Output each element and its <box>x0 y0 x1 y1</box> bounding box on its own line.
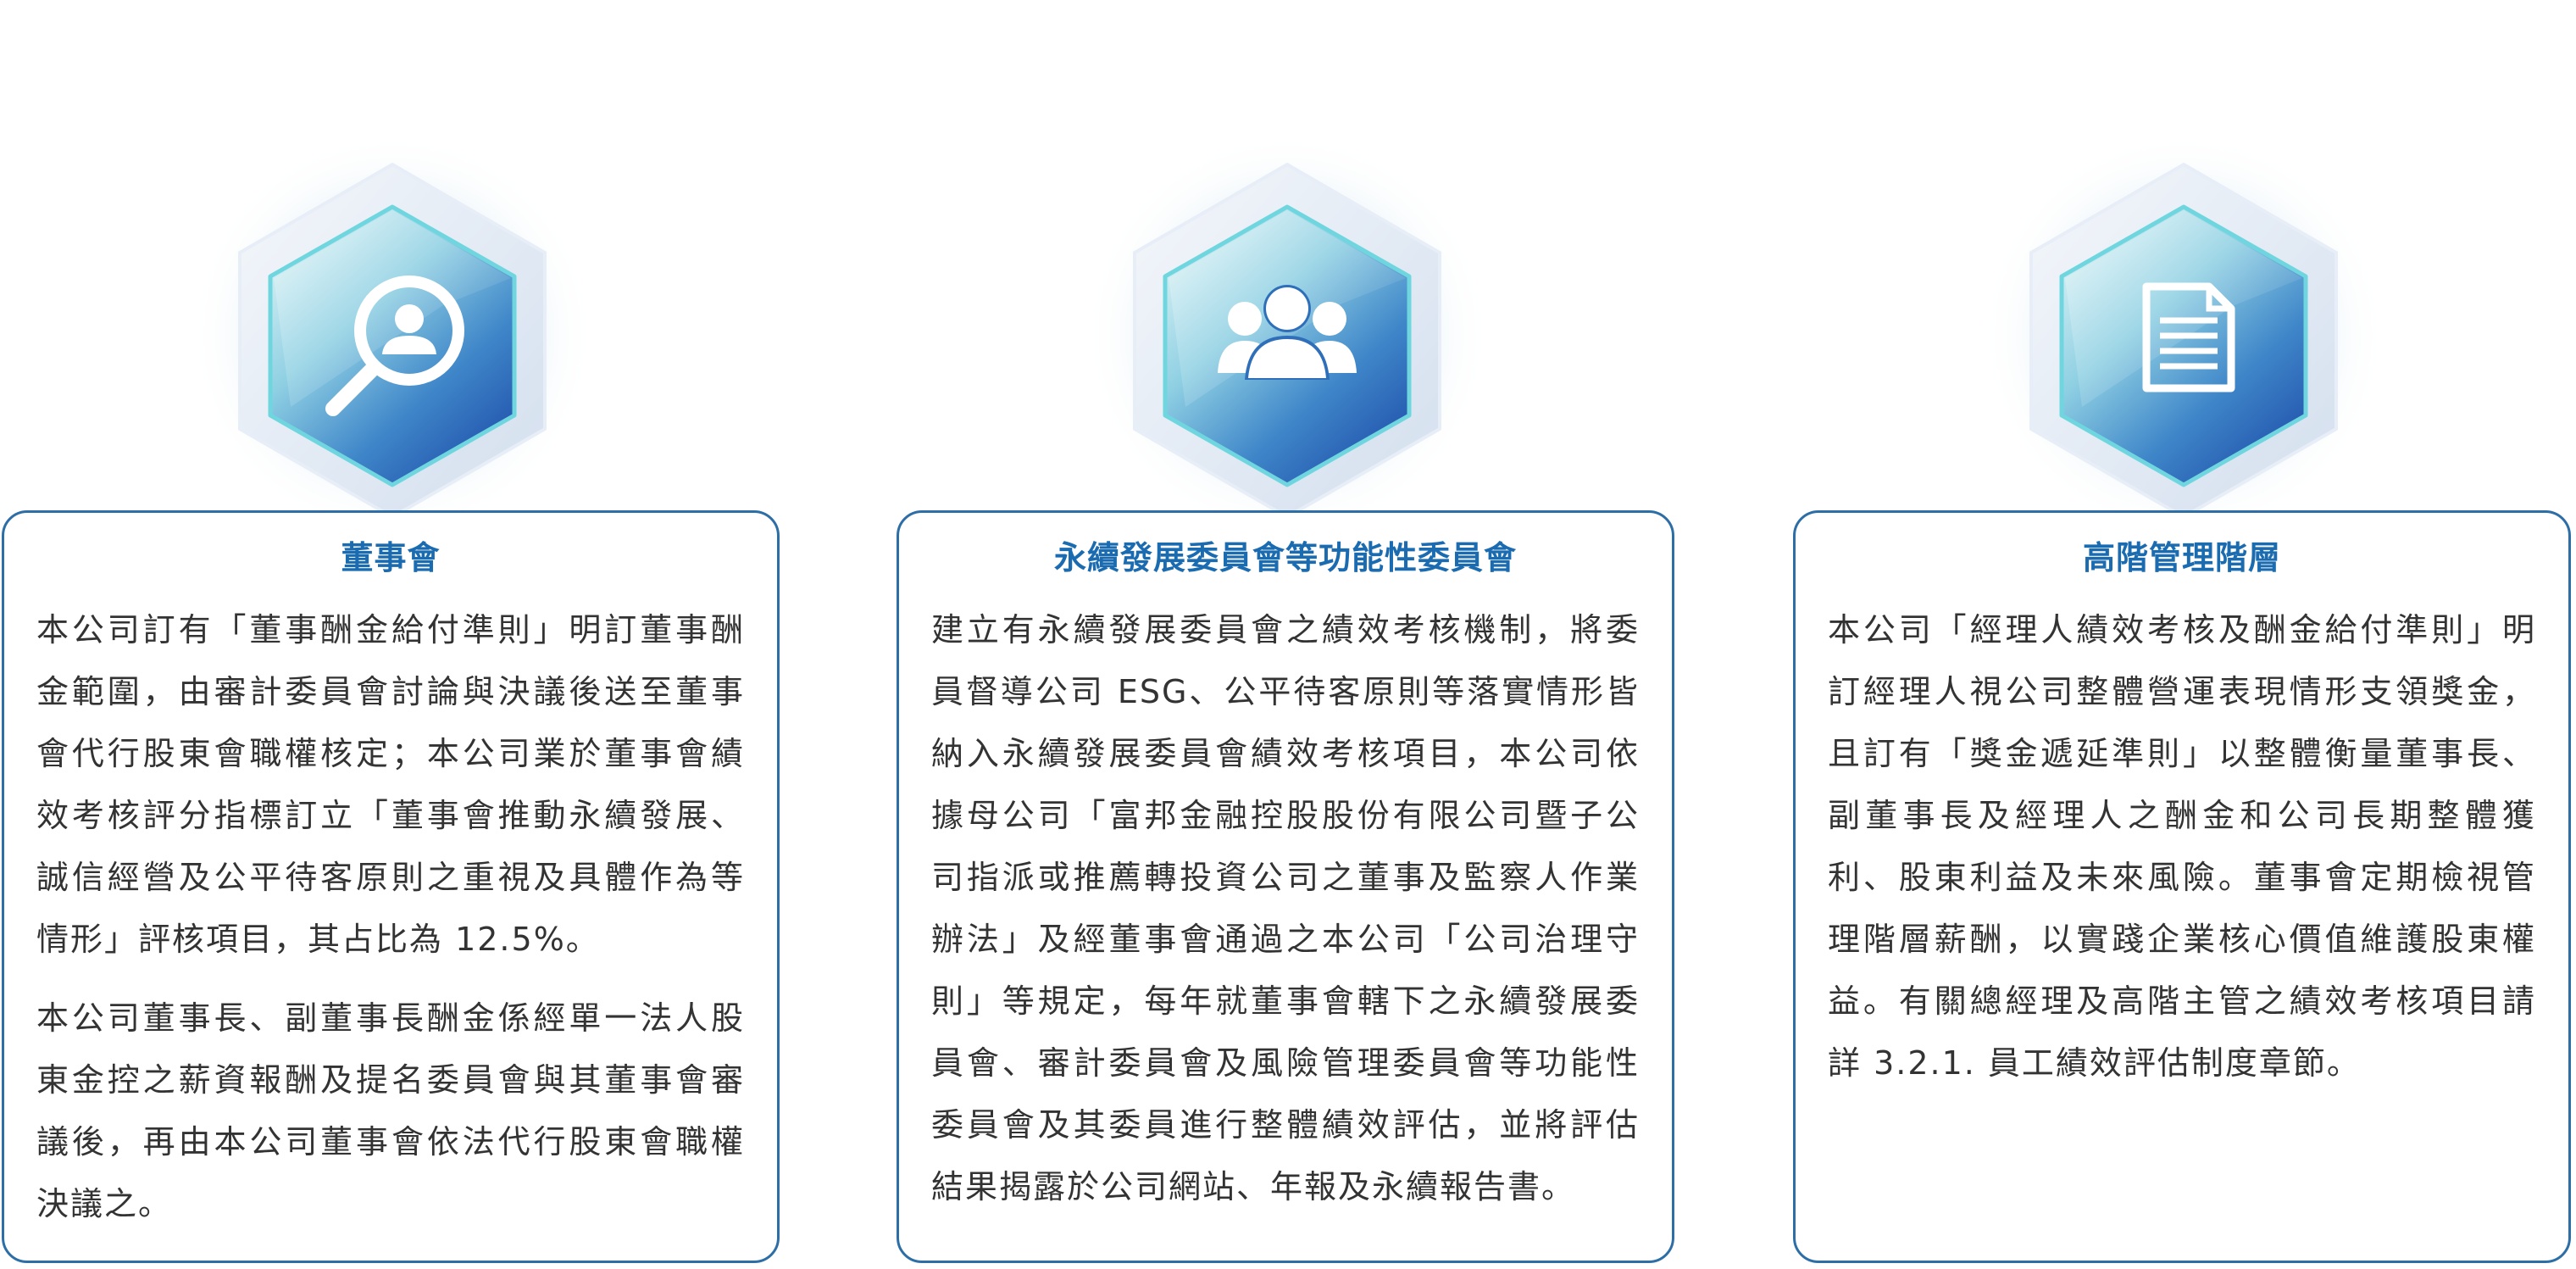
hexagon-badge <box>1980 127 2387 543</box>
card-paragraph: 本公司「經理人績效考核及酬金給付準則」明訂經理人視公司整體營運表現情形支領獎金，… <box>1828 611 2536 1082</box>
column-board: 董事會 本公司訂有「董事酬金給付準則」明訂董事酬金範圍，由審計委員會討論與決議後… <box>2 0 783 1269</box>
info-card: 永續發展委員會等功能性委員會 建立有永續發展委員會之績效考核機制，將委員督導公司… <box>897 510 1674 1263</box>
people-group-icon <box>1218 285 1357 380</box>
card-paragraph: 本公司董事長、副董事長酬金係經單一法人股東金控之薪資報酬及提名委員會與其董事會審… <box>36 999 745 1222</box>
column-senior-management: 高階管理階層 本公司「經理人績效考核及酬金給付準則」明訂經理人視公司整體營運表現… <box>1793 0 2574 1269</box>
card-title: 董事會 <box>341 539 441 576</box>
card-title: 高階管理階層 <box>2082 539 2281 576</box>
card-paragraph: 本公司訂有「董事酬金給付準則」明訂董事酬金範圍，由審計委員會討論與決議後送至董事… <box>36 611 745 958</box>
info-card: 董事會 本公司訂有「董事酬金給付準則」明訂董事酬金範圍，由審計委員會討論與決議後… <box>2 510 780 1263</box>
hexagon-badge <box>1084 127 1491 543</box>
document-icon <box>2142 282 2235 392</box>
card-paragraph: 建立有永續發展委員會之績效考核機制，將委員督導公司 ESG、公平待客原則等落實情… <box>931 611 1640 1205</box>
card-title: 永續發展委員會等功能性委員會 <box>1053 539 1517 576</box>
info-card: 高階管理階層 本公司「經理人績效考核及酬金給付準則」明訂經理人視公司整體營運表現… <box>1793 510 2571 1263</box>
hexagon-badge <box>189 127 596 543</box>
search-user-icon <box>325 276 464 416</box>
column-functional-committees: 永續發展委員會等功能性委員會 建立有永續發展委員會之績效考核機制，將委員督導公司… <box>897 0 1678 1269</box>
